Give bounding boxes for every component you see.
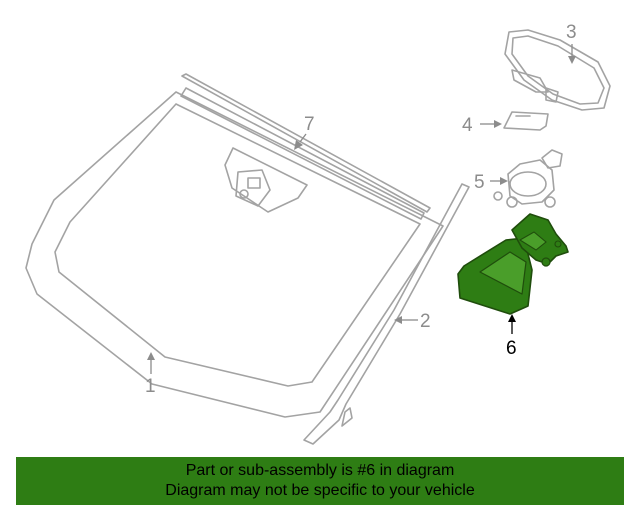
callout-3-label: 3 [566,22,577,43]
windshield-glass [25,91,444,418]
info-banner: Part or sub-assembly is #6 in diagram Di… [16,457,624,505]
callout-2-label: 2 [420,311,431,332]
callout-1: 1 [145,352,156,397]
camera-bracket-highlighted [457,213,569,315]
callout-3: 3 [566,22,577,64]
callout-5: 5 [474,172,508,193]
callout-4-label: 4 [462,115,473,136]
callout-6: 6 [506,314,517,359]
banner-line-part-number: Part or sub-assembly is #6 in diagram [185,462,455,479]
callout-6-label: 6 [506,338,517,359]
callout-1-label: 1 [145,376,156,397]
callout-2: 2 [394,311,431,332]
rain-sensor [493,149,563,208]
callout-7: 7 [294,114,315,150]
adhesive-pad [503,111,549,131]
callout-4: 4 [462,115,502,136]
rear-view-mirror [504,29,611,111]
callout-5-label: 5 [474,172,485,193]
callout-7-label: 7 [304,114,315,135]
upper-molding [180,73,431,220]
side-molding [303,183,470,445]
banner-line-disclaimer: Diagram may not be specific to your vehi… [165,482,475,499]
